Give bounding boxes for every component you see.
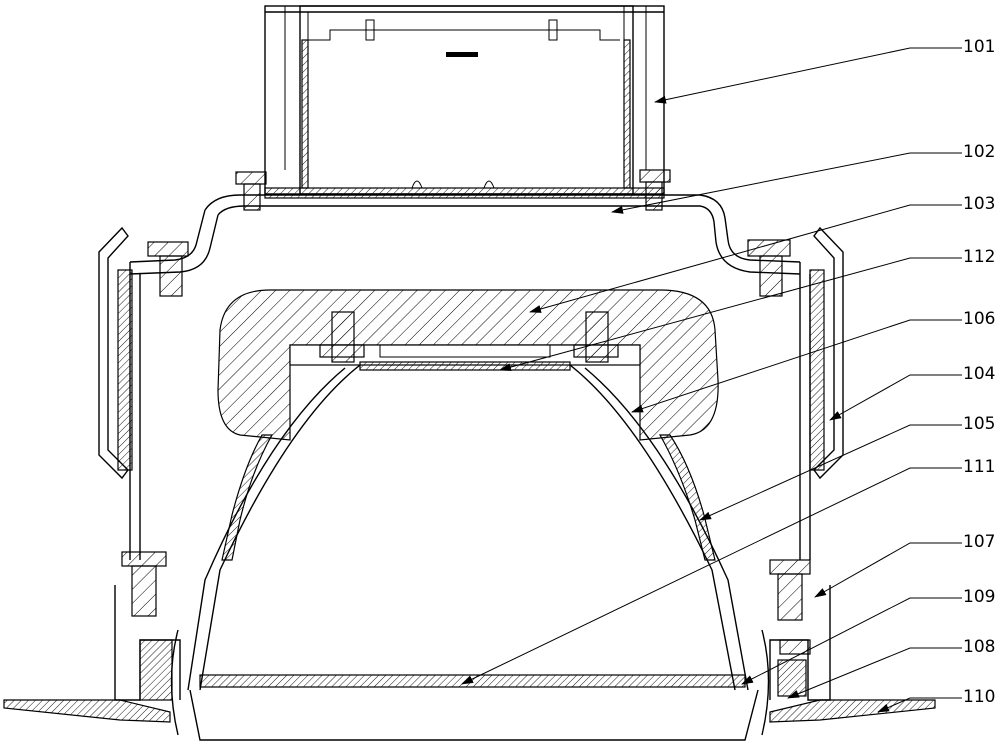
label-103: 103 xyxy=(963,194,995,214)
label-101: 101 xyxy=(963,37,995,57)
driver-box xyxy=(236,6,670,210)
reference-labels: 101 102 103 112 106 104 105 111 107 109 … xyxy=(963,37,995,707)
label-111: 111 xyxy=(963,457,995,477)
label-109: 109 xyxy=(963,587,995,607)
label-102: 102 xyxy=(963,142,995,162)
label-105: 105 xyxy=(963,414,995,434)
label-110: 110 xyxy=(963,687,995,707)
right-clip xyxy=(748,228,843,560)
left-clip xyxy=(99,228,188,560)
label-108: 108 xyxy=(963,637,995,657)
label-107: 107 xyxy=(963,532,995,552)
label-106: 106 xyxy=(963,309,995,329)
label-112: 112 xyxy=(963,247,995,267)
label-104: 104 xyxy=(963,364,995,384)
led-board xyxy=(360,362,570,370)
bracket xyxy=(130,195,800,274)
bottom-ring xyxy=(115,552,830,740)
flange xyxy=(4,700,935,722)
